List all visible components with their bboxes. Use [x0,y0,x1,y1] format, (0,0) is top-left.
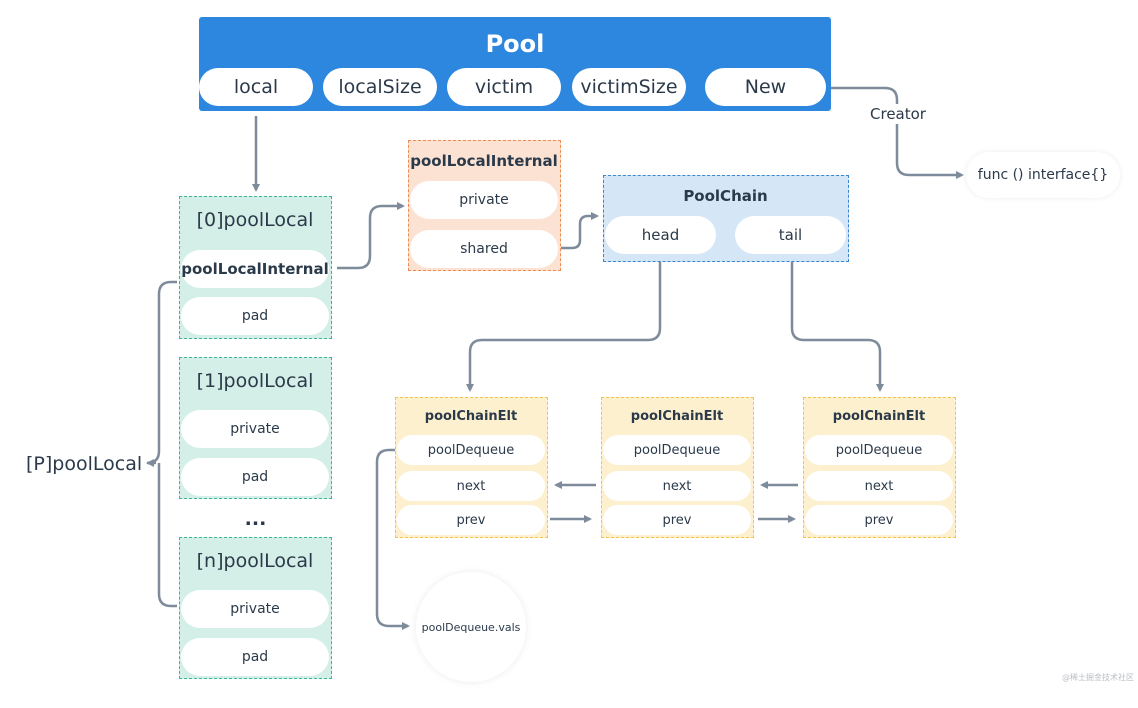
pooldequeue-vals-node: poolDequeue.vals [416,572,526,682]
creator-label: Creator [862,104,934,124]
poollocal-n-title: [n]poolLocal [196,550,314,572]
poolchainelt-1-field-next: next [397,471,545,501]
poolchainelt-3-field-prev: prev [805,505,953,535]
poolchainelt-3: poolChainElt poolDequeue next prev [803,397,956,538]
pool-field-local: local [199,68,313,106]
poolchainelt-1-field-dequeue: poolDequeue [397,435,545,465]
poollocal-0: [0]poolLocal poolLocalInternal pad [179,196,332,339]
pool-field-victimsize: victimSize [572,68,686,106]
poollocal-1-field-pad: pad [181,458,329,496]
arrow-head-to-elt1 [466,262,662,392]
poollocal-0-field-internal: poolLocalInternal [181,250,329,288]
arrow-new-to-creator [828,86,964,179]
pool-field-victim: victim [447,68,561,106]
poolchainelt-1-field-prev: prev [397,505,545,535]
poollocal-array-label: [P]poolLocal [26,453,143,475]
poolchainelt-3-title: poolChainElt [832,408,926,424]
poolchainelt-3-field-next: next [805,471,953,501]
arrow-shared-to-poolchain [561,212,599,250]
poolchain-title: PoolChain [683,187,768,205]
poollocalinternal-field-private: private [410,181,558,219]
poolchainelt-2-field-prev: prev [603,505,751,535]
poolchainelt-3-field-dequeue: poolDequeue [805,435,953,465]
poolchainelt-1: poolChainElt poolDequeue next prev [395,397,548,538]
arrow-dequeue-to-vals [375,448,410,630]
poolchainelt-1-title: poolChainElt [424,408,518,424]
poolchainelt-2-field-next: next [603,471,751,501]
pool-title: Pool [485,30,545,58]
poollocalinternal-struct: poolLocalInternal private shared [408,140,561,271]
poollocal-n: [n]poolLocal private pad [179,537,332,679]
arrow-tail-to-elt3 [790,262,884,392]
poollocalinternal-field-shared: shared [410,230,558,268]
poollocalinternal-title: poolLocalInternal [410,152,558,170]
poolchainelt-2-field-dequeue: poolDequeue [603,435,751,465]
poolchainelt-2-title: poolChainElt [630,408,724,424]
arrow-to-poollocalinternal [337,202,405,270]
watermark: @稀土掘金技术社区 [1062,673,1134,682]
poollocal-n-field-pad: pad [181,638,329,676]
poollocal-ellipsis: ... [244,508,267,530]
pool-struct: Pool local localSize victim victimSize N… [199,17,831,111]
poollocal-0-title: [0]poolLocal [196,209,314,231]
pool-field-new: New [705,68,826,106]
poollocal-1-title: [1]poolLocal [196,370,314,392]
poollocal-1-field-private: private [181,410,329,448]
creator-func-node: func () interface{} [966,152,1120,198]
poollocal-n-field-private: private [181,590,329,628]
poolchain-field-tail: tail [735,216,846,254]
bracket-poollocal-array [146,280,177,608]
poollocal-1: [1]poolLocal private pad [179,357,332,499]
poollocal-0-field-pad: pad [181,297,329,335]
poolchain-struct: PoolChain head tail [603,175,849,262]
poolchainelt-2: poolChainElt poolDequeue next prev [601,397,754,538]
poolchain-field-head: head [605,216,716,254]
pool-field-localsize: localSize [323,68,437,106]
